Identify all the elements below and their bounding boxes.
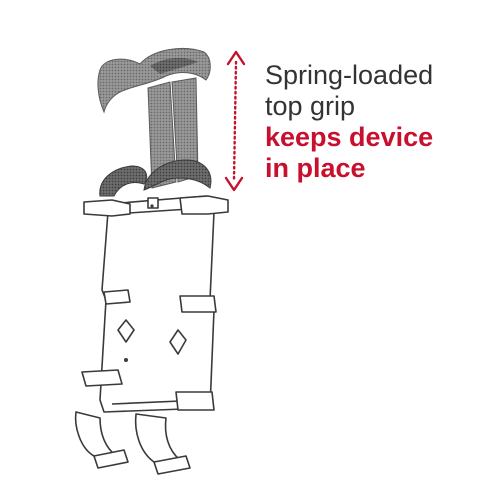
- cradle-details: [124, 204, 154, 362]
- bottom-hook-right: [134, 413, 181, 463]
- top-arm-left: [83, 199, 131, 217]
- grip-foot-right: [143, 159, 212, 191]
- top-grip: [97, 47, 212, 197]
- diamond-cutout: [169, 329, 187, 355]
- grip-foot-left: [99, 165, 148, 197]
- lower-arm-left: [81, 369, 123, 387]
- mid-tab-left: [103, 289, 131, 305]
- grip-top-jaw-lip: [150, 57, 198, 74]
- caption-line-2: top grip: [265, 91, 356, 121]
- bottom-hook-base-right: [153, 455, 191, 475]
- screw-hole: [150, 204, 154, 208]
- double-headed-vertical-arrow-icon: [224, 50, 246, 192]
- caption-line-4: in place: [265, 153, 366, 183]
- grip-shaft: [147, 81, 177, 189]
- bottom-hook-left: [74, 411, 117, 457]
- diamond-cutout: [117, 319, 135, 343]
- arrow-head-top: [226, 50, 246, 66]
- lower-arm-right: [175, 391, 215, 411]
- top-latch: [147, 197, 159, 209]
- top-arm-right: [179, 195, 229, 215]
- caption-line-3: keeps device: [265, 122, 434, 152]
- arrow-shaft: [232, 60, 238, 182]
- feature-caption: Spring-loaded top grip keeps device in p…: [265, 60, 475, 184]
- mid-tab-right: [179, 295, 217, 313]
- caption-line-1: Spring-loaded: [265, 60, 434, 90]
- cradle-body: [74, 195, 229, 475]
- screw-hole: [124, 358, 128, 362]
- arrow-head-bottom: [224, 176, 244, 192]
- bottom-hook-base-left: [93, 449, 129, 469]
